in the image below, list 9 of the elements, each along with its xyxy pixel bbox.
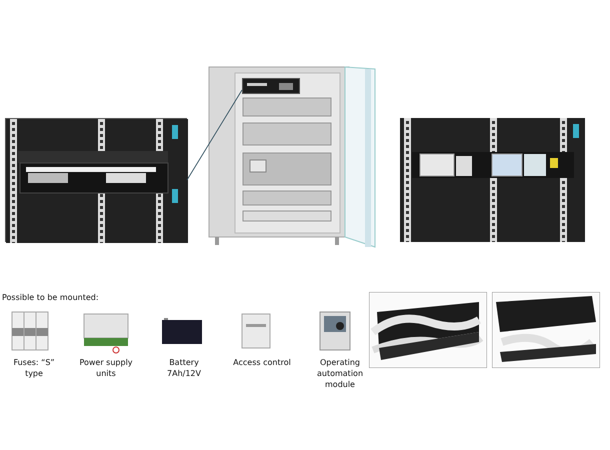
caption: Power supply units <box>78 357 134 379</box>
rack-shelf-photo <box>5 118 187 242</box>
caption: Fuses: “S” type <box>12 357 56 379</box>
caption: Battery 7Ah/12V <box>166 357 202 379</box>
leader-line <box>186 90 242 180</box>
rack-shelf <box>242 78 300 94</box>
caption: Access control <box>232 357 292 368</box>
caption: Operating automation module <box>316 357 364 390</box>
heading: Possible to be mounted: <box>2 293 99 302</box>
